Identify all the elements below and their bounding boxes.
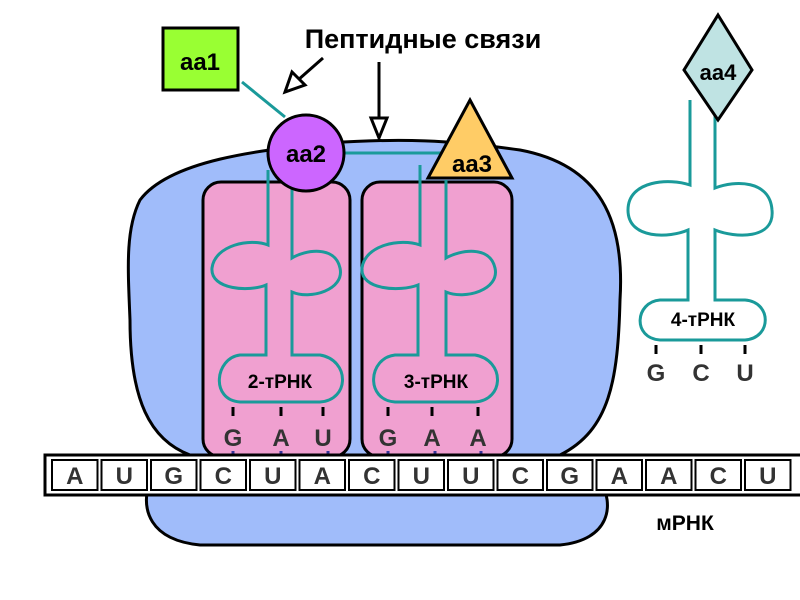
aa2-label: aa2	[286, 141, 326, 168]
mrna-cell	[744, 459, 792, 491]
mrna-base: A	[660, 463, 677, 490]
peptide-bonds-title: Пептидные связи	[305, 24, 542, 54]
bond-aa1-aa2	[241, 80, 286, 119]
mrna-base: U	[264, 463, 281, 490]
trna-3-label: 3-тРНК	[404, 372, 469, 393]
anticodon-base: G	[224, 425, 243, 452]
mrna-cell	[348, 459, 396, 491]
anticodon-2: G A U	[224, 407, 332, 452]
mrna-base: C	[215, 463, 232, 490]
trna-2-shape	[210, 170, 344, 404]
aa1-block	[161, 26, 240, 92]
trna-2-label: 2-тРНК	[248, 372, 313, 393]
anticodon-base: C	[692, 360, 709, 387]
mrna-base: G	[164, 463, 183, 490]
site-2-trna	[201, 180, 352, 459]
aa3-block	[425, 96, 515, 180]
mrna-base: A	[611, 463, 628, 490]
aa3-label: aa3	[452, 151, 492, 178]
anticodon-base: A	[423, 425, 440, 452]
mrna-cell	[51, 459, 99, 491]
trna-4-label: 4-тРНК	[671, 310, 736, 331]
arrow-1-head	[282, 69, 308, 95]
mrna-cell	[150, 459, 198, 491]
mrna-base: A	[314, 463, 331, 490]
mrna-cell	[694, 459, 742, 491]
mrna-base: C	[512, 463, 529, 490]
mrna-cell	[595, 459, 643, 491]
anticodon-base: G	[379, 425, 398, 452]
mrna-cell	[249, 459, 297, 491]
mrna-cell	[645, 459, 693, 491]
anticodon-4: G C U	[647, 345, 754, 387]
trna-3-shape	[360, 165, 499, 404]
arrow-2-head	[368, 116, 390, 143]
trna-4-shape	[626, 100, 774, 342]
anticodon-base: A	[469, 425, 486, 452]
mrna-base: C	[710, 463, 727, 490]
mrna-cell	[397, 459, 445, 491]
arrow-1	[297, 56, 324, 82]
mrna-base: U	[759, 463, 776, 490]
anticodon-3: G A A	[379, 407, 487, 452]
site-3-trna	[360, 180, 514, 459]
mrna-cell	[447, 459, 495, 491]
mrna-cell	[298, 459, 346, 491]
anticodon-base: U	[736, 360, 753, 387]
anticodon-base: G	[647, 360, 666, 387]
anticodon-base: A	[272, 425, 289, 452]
mrna-base: A	[66, 463, 83, 490]
mrna-base: U	[462, 463, 479, 490]
mrna-cell	[546, 459, 594, 491]
mrna-cell	[496, 459, 544, 491]
aa1-label: aa1	[180, 49, 220, 76]
mrna-base: U	[116, 463, 133, 490]
aa4-label: aa4	[700, 60, 737, 85]
mrna-base: G	[560, 463, 579, 490]
mrna-label: мРНК	[656, 512, 714, 535]
mrna-cell	[199, 459, 247, 491]
aa4-block	[682, 12, 754, 123]
mrna-base: U	[413, 463, 430, 490]
anticodon-base: U	[314, 425, 331, 452]
aa2-block	[266, 113, 346, 193]
mrna-base: C	[363, 463, 380, 490]
mrna-cell	[100, 459, 148, 491]
